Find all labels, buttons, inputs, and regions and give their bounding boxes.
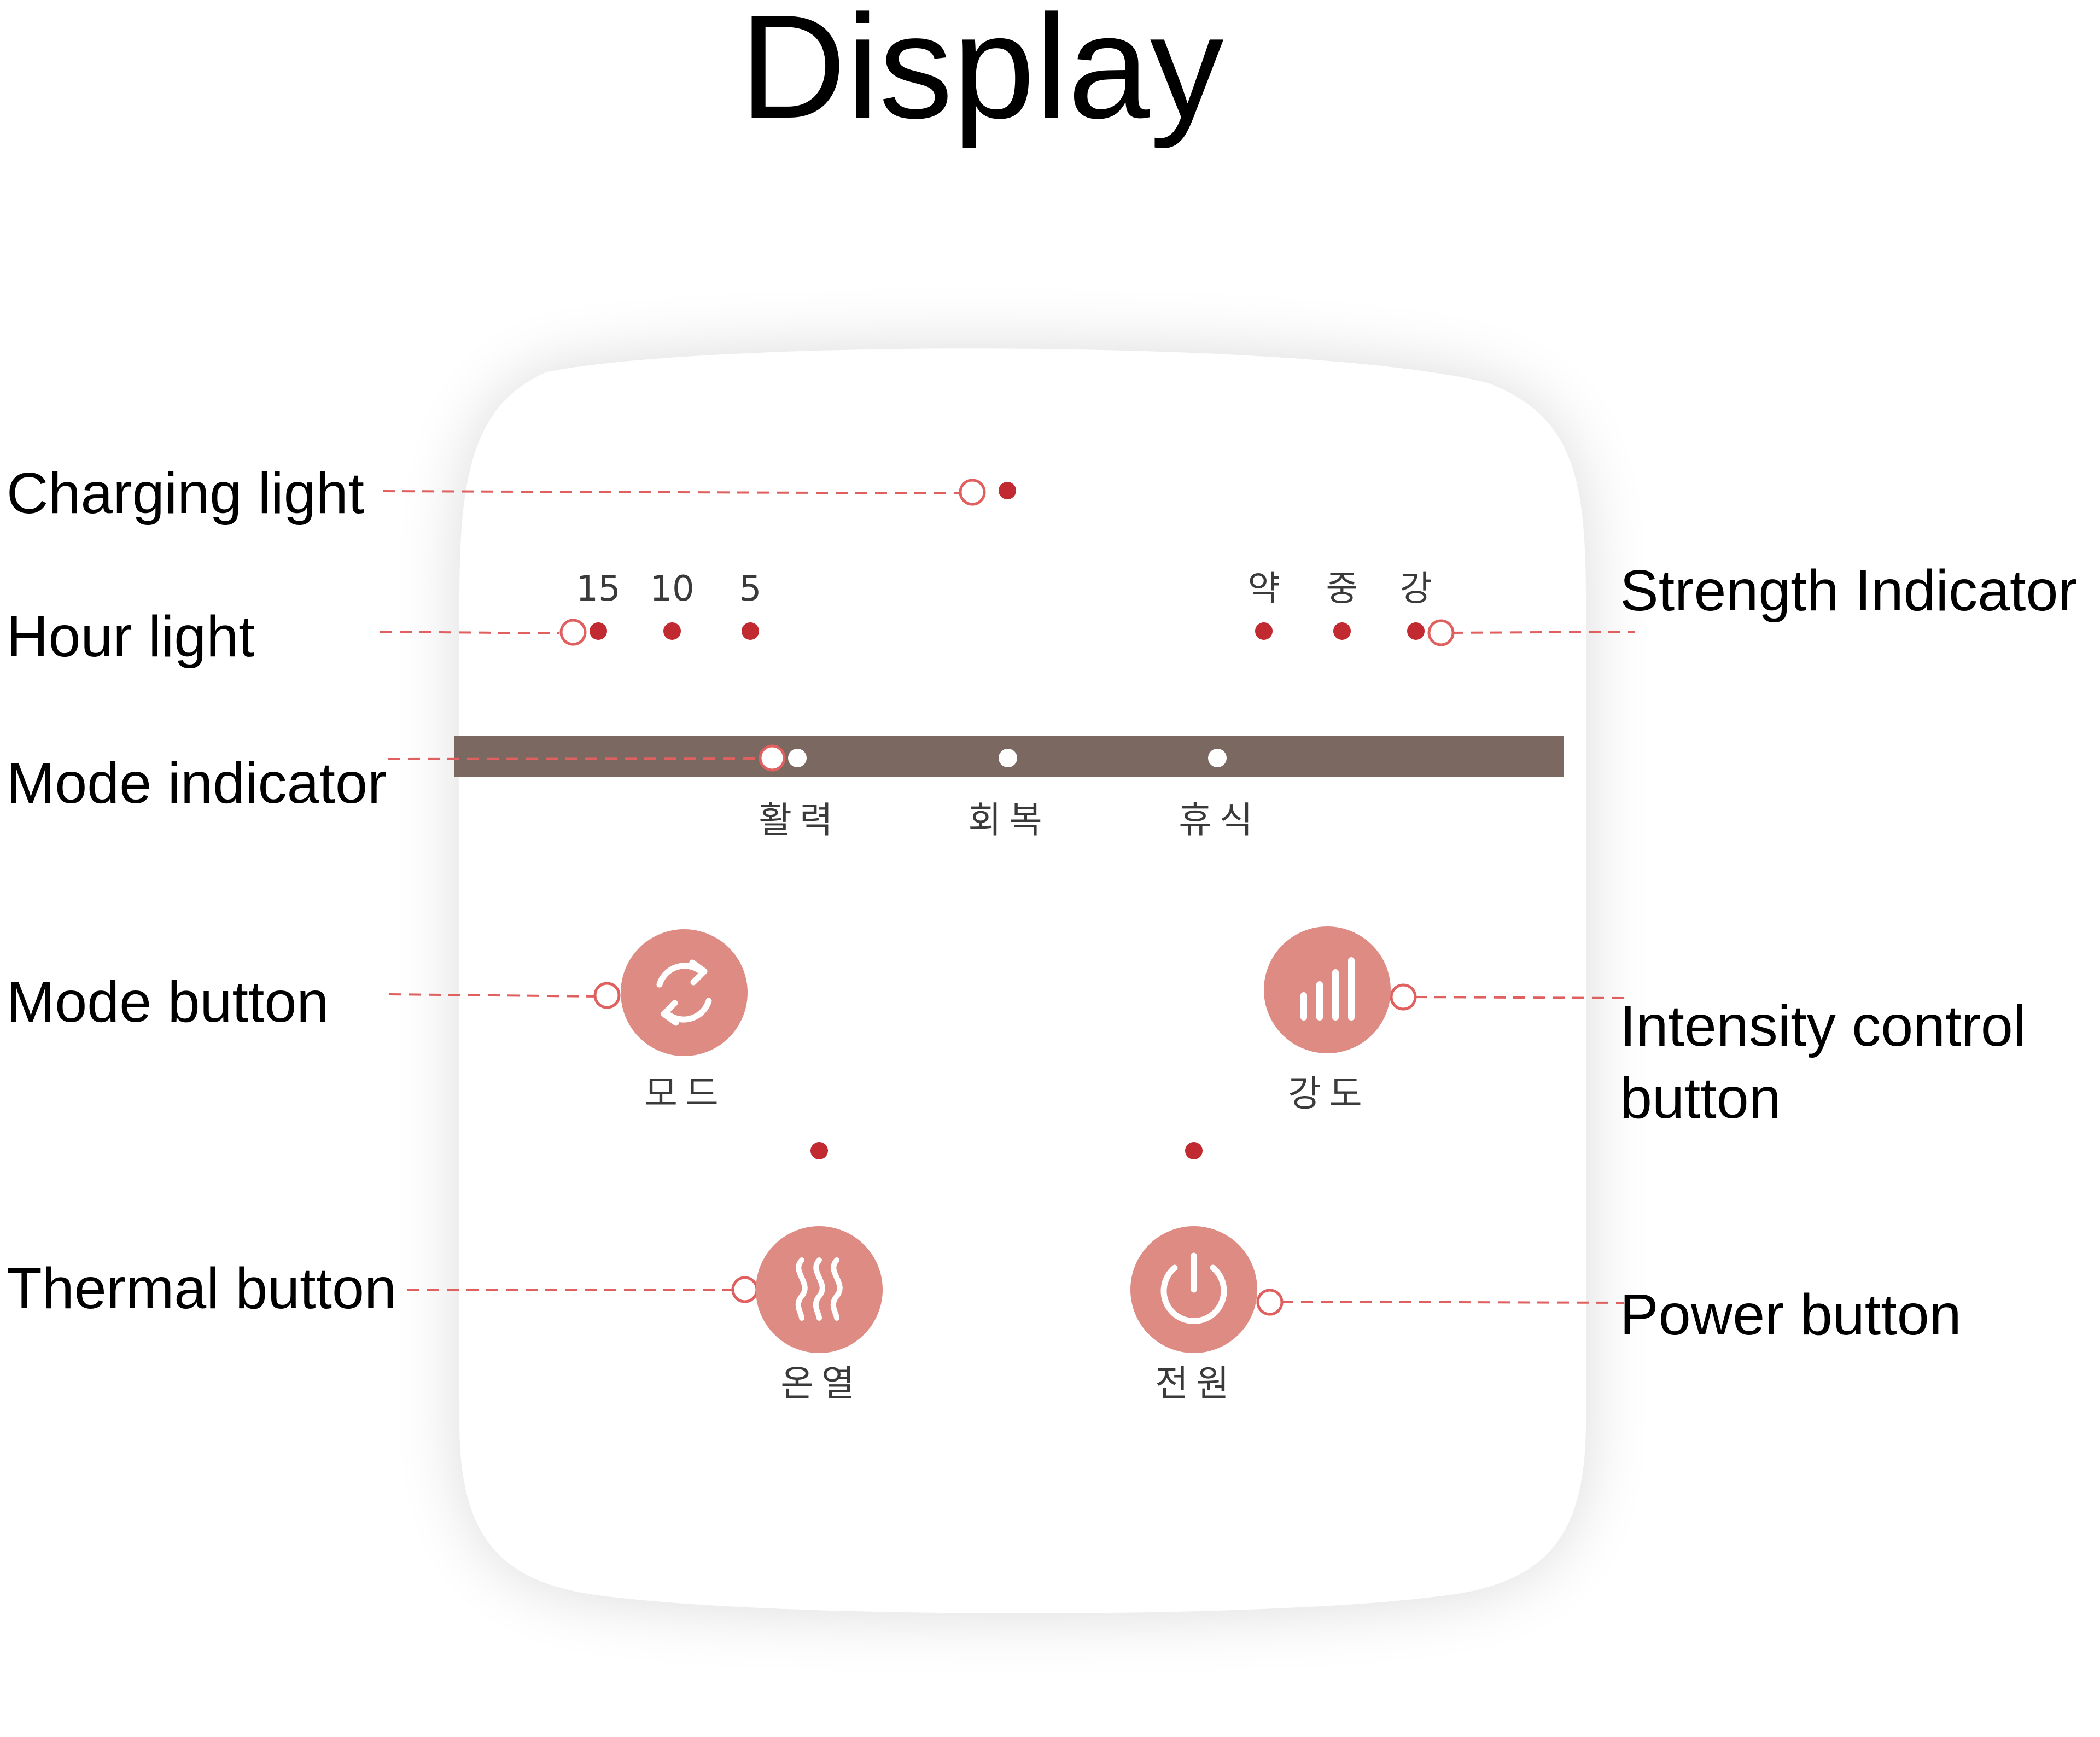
power-button-label: 전원 <box>1155 1362 1236 1404</box>
heat-waves-icon <box>795 1257 843 1321</box>
callout-charging-light: Charging light <box>7 461 364 526</box>
strength-label-strong: 강 <box>1400 569 1432 609</box>
intensity-button-label: 강도 <box>1288 1072 1369 1115</box>
mode-button[interactable] <box>621 929 748 1056</box>
mode-button-label: 모드 <box>644 1072 726 1115</box>
thermal-led <box>810 1142 828 1159</box>
mode-label-recovery: 회복 <box>968 799 1049 841</box>
power-button-marker <box>1256 1289 1284 1316</box>
hour-led-5 <box>742 622 759 640</box>
hour-label-15: 15 <box>576 569 620 609</box>
hour-light-marker <box>559 619 587 646</box>
power-button[interactable] <box>1130 1226 1257 1353</box>
charging-light-marker <box>959 479 986 506</box>
callout-mode-indicator: Mode indicator <box>7 751 387 815</box>
power-icon <box>1160 1252 1227 1324</box>
callout-thermal-button: Thermal button <box>7 1256 396 1321</box>
mode-led-rest <box>1208 749 1227 767</box>
strength-led-medium <box>1333 622 1351 640</box>
callout-mode-button: Mode button <box>7 970 329 1034</box>
mode-button-leader <box>389 993 598 998</box>
callout-intensity-line1: Intensity control <box>1620 994 2026 1058</box>
intensity-control-button[interactable] <box>1264 926 1391 1053</box>
strength-label-medium: 중 <box>1326 569 1358 609</box>
led-group <box>590 482 1425 1159</box>
charging-light-leader <box>382 490 964 494</box>
mode-label-rest: 휴식 <box>1179 799 1260 841</box>
charging-led <box>999 482 1016 499</box>
thermal-button-label: 온열 <box>780 1362 862 1404</box>
thermal-button-marker <box>731 1276 759 1303</box>
hour-label-10: 10 <box>650 569 694 609</box>
callout-intensity-line2: button <box>1620 1066 1781 1130</box>
intensity-button-marker <box>1390 983 1417 1011</box>
mode-label-vitality: 활력 <box>759 799 840 841</box>
hour-light-leader <box>380 631 560 634</box>
strength-indicator-marker <box>1427 619 1455 646</box>
page-title: Display <box>739 0 1223 150</box>
hour-led-10 <box>663 622 681 640</box>
refresh-icon <box>656 959 712 1026</box>
strength-indicator-leader <box>1450 631 1636 634</box>
callout-strength-indicator: Strength Indicator <box>1620 558 2078 623</box>
hour-label-5: 5 <box>739 569 762 609</box>
signal-bars-icon <box>1300 957 1355 1021</box>
leader-markers <box>559 479 1455 1316</box>
strength-led-weak <box>1255 622 1273 640</box>
mode-led-group <box>788 749 1227 767</box>
callout-hour-light: Hour light <box>7 604 255 669</box>
leader-lines <box>380 490 1636 1304</box>
strength-label-weak: 약 <box>1248 569 1280 609</box>
mode-indicator-marker <box>759 744 786 772</box>
power-button-leader <box>1281 1301 1625 1304</box>
power-led <box>1185 1142 1203 1159</box>
mode-led-vitality <box>788 749 807 767</box>
mode-button-marker <box>593 982 621 1009</box>
thermal-button[interactable] <box>756 1226 883 1353</box>
callout-power-button: Power button <box>1620 1283 1962 1347</box>
strength-led-strong <box>1407 622 1425 640</box>
intensity-button-leader <box>1414 996 1625 999</box>
hour-led-15 <box>590 622 607 640</box>
mode-led-recovery <box>999 749 1017 767</box>
